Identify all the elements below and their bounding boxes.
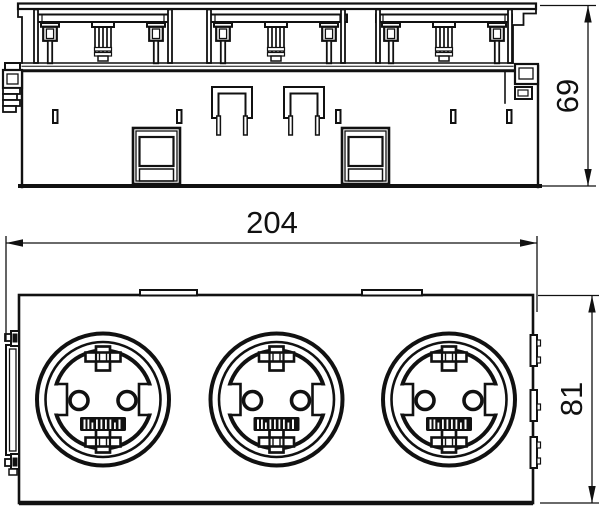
arrowhead-up bbox=[584, 5, 592, 23]
front-right-latches bbox=[529, 334, 542, 469]
dimension-front-height: 81 bbox=[538, 294, 599, 504]
left-fixing-clip bbox=[1, 62, 24, 113]
dimension-width-label: 204 bbox=[246, 205, 298, 240]
right-latch bbox=[513, 62, 540, 100]
body-window-right bbox=[340, 126, 391, 186]
body-window-left bbox=[131, 126, 182, 186]
flange bbox=[16, 2, 538, 11]
retaining-clip-right bbox=[283, 86, 325, 136]
retaining-clip-left bbox=[211, 86, 253, 136]
module-lids bbox=[34, 13, 513, 23]
arrowhead-up bbox=[588, 295, 596, 313]
front-left-bracket bbox=[4, 330, 20, 476]
dimension-insert-depth: 69 bbox=[540, 4, 596, 187]
housing-body bbox=[18, 64, 542, 189]
dimension-height-label: 81 bbox=[554, 382, 589, 416]
dimension-overall-width: 204 bbox=[5, 205, 538, 340]
socket-outlet-2 bbox=[208, 331, 345, 468]
socket-outlet-3 bbox=[381, 331, 517, 468]
arrowhead-right bbox=[520, 239, 537, 247]
front-view bbox=[4, 289, 542, 506]
arrowhead-left bbox=[6, 239, 23, 247]
arrowhead-down bbox=[588, 486, 596, 503]
mounting-rail bbox=[20, 62, 515, 73]
arrowhead-down bbox=[584, 169, 592, 186]
dimensions: 204 69 81 bbox=[5, 4, 599, 504]
top-tab-left bbox=[139, 289, 198, 297]
dimension-depth-label: 69 bbox=[550, 79, 585, 113]
top-view bbox=[1, 2, 542, 189]
socket-outlet-1 bbox=[35, 331, 171, 468]
top-tab-right bbox=[361, 289, 423, 297]
terminal-contacts bbox=[39, 21, 508, 65]
